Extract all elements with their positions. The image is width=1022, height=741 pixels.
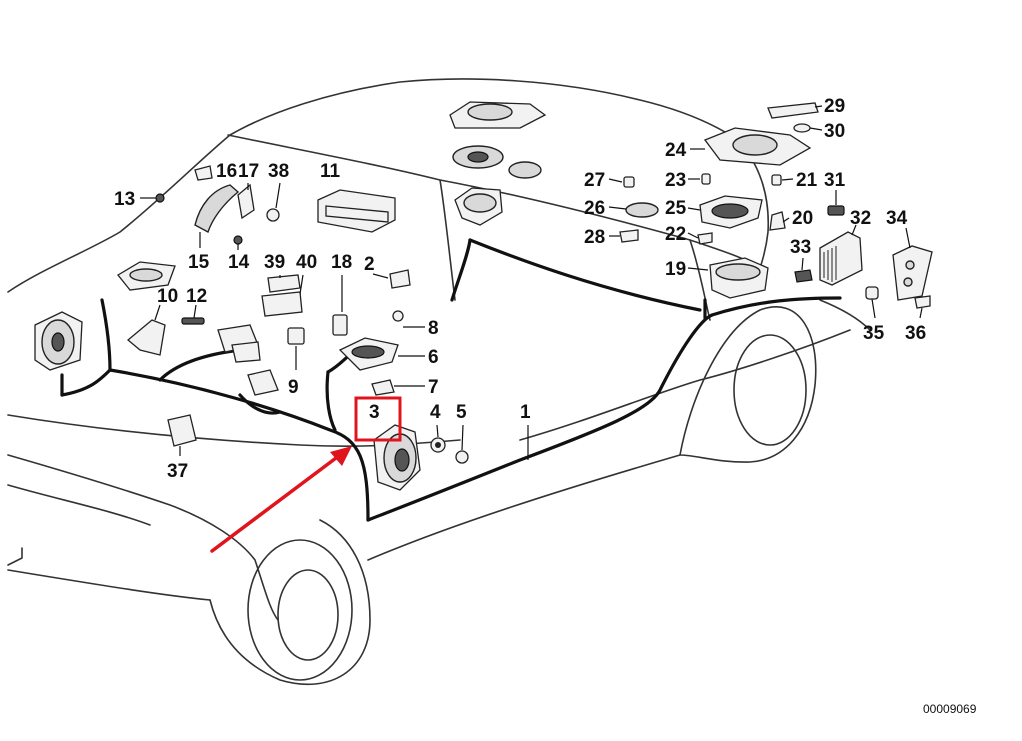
part-32-amplifier (819, 231, 863, 286)
part-front-door-speaker-left-center (51, 332, 65, 352)
part-control-unit (247, 369, 279, 396)
highlight-box (354, 396, 402, 442)
part-23-screw (701, 173, 711, 185)
callout-35: 35 (863, 323, 885, 344)
part-front-dash-speaker-cone (129, 268, 163, 282)
wiring-harness (60, 238, 842, 522)
part-4-washer-hole (435, 442, 441, 448)
part-34-hole-1 (905, 260, 915, 270)
callout-26: 26 (584, 198, 605, 219)
callout-10: 10 (157, 286, 178, 307)
part-8-screw (392, 310, 404, 322)
part-31-plug (827, 205, 845, 216)
part-2-plug (389, 269, 411, 289)
part-19-cone (715, 263, 761, 281)
callout-16: 16 (216, 161, 237, 182)
callout-29: 29 (824, 96, 845, 117)
part-10-bracket (126, 319, 166, 356)
callout-11: 11 (320, 161, 341, 182)
part-33-bolt (794, 269, 813, 283)
part-5-nut (455, 450, 469, 464)
part-rear-speaker-box-cone (463, 193, 497, 213)
part-14-nut (233, 235, 243, 245)
callout-39: 39 (264, 252, 285, 273)
part-15-antenna-base (194, 184, 240, 234)
callout-22: 22 (665, 224, 686, 245)
part-12-fuse (181, 317, 205, 325)
callout-6: 6 (428, 347, 439, 368)
callout-18: 18 (331, 252, 352, 273)
leader-lines (140, 105, 923, 460)
callout-labels: 1 2 3 4 5 6 7 8 9 10 11 12 13 14 15 16 1… (114, 96, 926, 482)
callout-40: 40 (296, 252, 317, 273)
part-40-panel (261, 291, 303, 317)
reference-number: 00009069 (923, 702, 977, 716)
callout-33: 33 (790, 237, 811, 258)
part-rear-speaker-left-cone (467, 151, 489, 163)
part-20-grommet (769, 211, 786, 231)
callout-23: 23 (665, 170, 686, 191)
part-37-module (167, 414, 197, 447)
callout-20: 20 (792, 208, 813, 229)
callout-19: 19 (665, 259, 686, 280)
part-rear-speaker-right (508, 161, 542, 179)
part-connector-block-2 (231, 341, 261, 363)
part-34-bracket (892, 245, 933, 301)
callout-27: 27 (584, 170, 605, 191)
callout-30: 30 (824, 121, 845, 142)
part-38-grommet (266, 208, 280, 222)
part-24-cone (732, 134, 778, 156)
part-22-clip (697, 232, 713, 245)
callout-7: 7 (428, 377, 439, 398)
part-30-clip (793, 123, 811, 133)
highlight-arrow (210, 446, 352, 553)
callout-37: 37 (167, 461, 188, 482)
part-3-center (394, 448, 410, 472)
part-26-tweeter (625, 202, 659, 218)
callout-38: 38 (268, 161, 289, 182)
callout-4: 4 (430, 402, 441, 423)
callout-25: 25 (665, 198, 687, 219)
callout-3: 3 (369, 402, 380, 423)
part-11-radio-slot (325, 205, 389, 223)
part-25-cone (711, 203, 749, 219)
part-35-nut (865, 286, 879, 300)
part-39-switch (267, 274, 301, 293)
callout-15: 15 (188, 252, 210, 273)
part-29-trim (767, 102, 819, 119)
part-32-heatsink-fins (823, 246, 837, 282)
part-16-cap (194, 165, 213, 181)
callout-36: 36 (905, 323, 926, 344)
callout-28: 28 (584, 227, 605, 248)
part-9-relay (287, 327, 305, 345)
callout-2: 2 (364, 254, 375, 275)
callout-1: 1 (520, 402, 531, 423)
part-13-screw (155, 193, 165, 203)
callout-12: 12 (186, 286, 207, 307)
callout-32: 32 (850, 208, 871, 229)
part-21-screw (771, 174, 782, 186)
part-deck-speaker (467, 103, 513, 121)
callout-8: 8 (428, 318, 439, 339)
callout-21: 21 (796, 170, 818, 191)
callout-34: 34 (886, 208, 908, 229)
part-36-clip (914, 295, 931, 309)
part-7-bracket (371, 379, 395, 396)
callout-13: 13 (114, 189, 135, 210)
callout-24: 24 (665, 140, 687, 161)
part-18-connector (332, 314, 348, 336)
part-34-hole-2 (903, 277, 913, 287)
callout-5: 5 (456, 402, 467, 423)
part-6-cone (351, 345, 385, 359)
part-28-bracket (619, 229, 639, 243)
callout-14: 14 (228, 252, 250, 273)
callout-9: 9 (288, 377, 299, 398)
callout-17: 17 (238, 161, 259, 182)
part-27-screw (623, 176, 635, 188)
part-17-bracket (237, 183, 255, 220)
car-body-outline (7, 78, 871, 685)
callout-31: 31 (824, 170, 846, 191)
